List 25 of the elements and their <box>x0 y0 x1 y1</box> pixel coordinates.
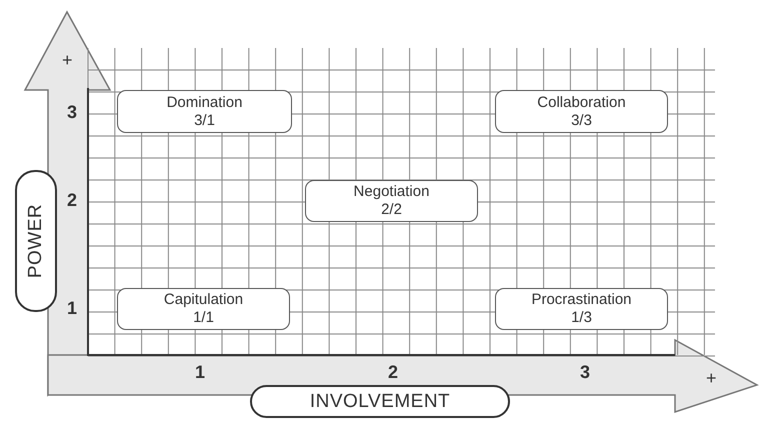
score-text: 1/3 <box>571 309 592 327</box>
strategy-name: Capitulation <box>164 291 244 309</box>
plus-sign: + <box>62 50 73 70</box>
quadrant-box <box>495 90 668 133</box>
score-text: 2/2 <box>381 201 402 219</box>
quadrant-box <box>117 288 290 330</box>
strategy-name: Procrastination <box>531 291 632 309</box>
strategy-name: Collaboration <box>537 94 626 112</box>
plus-sign: + <box>706 368 717 388</box>
tick-label: 2 <box>67 190 78 210</box>
tick-label: 2 <box>388 362 398 382</box>
score-text: 1/1 <box>193 309 214 327</box>
tick-label: 3 <box>580 362 590 382</box>
strategy-name: Domination <box>166 94 242 112</box>
tick-label: 3 <box>67 102 78 122</box>
score-text: 3/3 <box>571 112 592 130</box>
score-text: 3/1 <box>194 112 215 130</box>
quadrant-box <box>305 180 478 222</box>
axis-title: POWER <box>15 170 57 312</box>
quadrant-box <box>495 288 668 330</box>
tick-label: 1 <box>67 298 78 318</box>
quadrant-box <box>117 90 292 133</box>
axis-title: INVOLVEMENT <box>250 385 510 418</box>
strategy-name: Negotiation <box>354 183 430 201</box>
tick-label: 1 <box>195 362 206 382</box>
